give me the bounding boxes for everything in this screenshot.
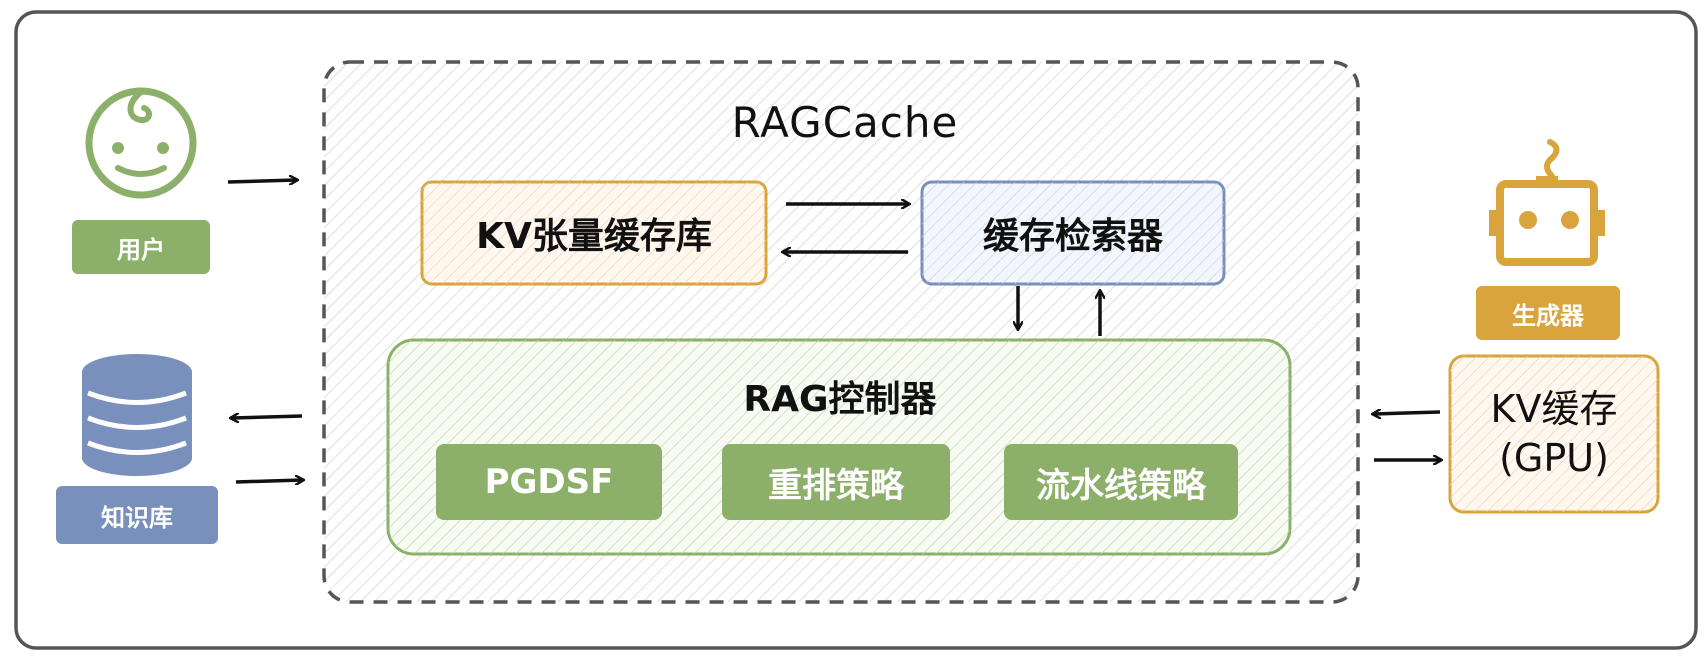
- diagram-title: RAGCache: [731, 97, 959, 147]
- user-tag: [72, 220, 210, 274]
- kv-cache-gpu-label: KV缓存 (GPU): [1450, 356, 1658, 512]
- cache-retriever-label: 缓存检索器: [982, 216, 1163, 257]
- arrow-user-to-ragcache: [227, 180, 296, 182]
- policy-pgdsf-label: PGDSF: [484, 462, 614, 502]
- kv-cache-line2: (GPU): [1499, 436, 1609, 480]
- policy-rerank-label: 重排策略: [768, 465, 904, 506]
- generator-tag: [1476, 286, 1620, 340]
- arrow-ragcache-to-knowledge-base: [232, 416, 303, 418]
- policy-chip-pgdsf: [436, 444, 662, 520]
- knowledge-base-label: 知识库: [101, 503, 173, 532]
- policy-pipeline-label: 流水线策略: [1036, 465, 1206, 506]
- arrow-knowledge-base-to-ragcache: [235, 480, 302, 482]
- policy-chip-pipeline: [1004, 444, 1238, 520]
- rag-controller-label: RAG控制器: [743, 379, 937, 420]
- generator-label: 生成器: [1512, 301, 1584, 330]
- user-label: 用户: [117, 235, 165, 264]
- arrow-kvcache-to-ragcache: [1374, 412, 1441, 414]
- kv-tensor-store-label: KV张量缓存库: [476, 216, 712, 257]
- database-icon: [82, 354, 192, 476]
- policy-chip-rerank: [722, 444, 950, 520]
- kv-cache-line1: KV缓存: [1490, 386, 1618, 431]
- robot-icon: [1489, 139, 1605, 266]
- user-icon: [85, 87, 197, 199]
- knowledge-base-tag: [56, 486, 218, 544]
